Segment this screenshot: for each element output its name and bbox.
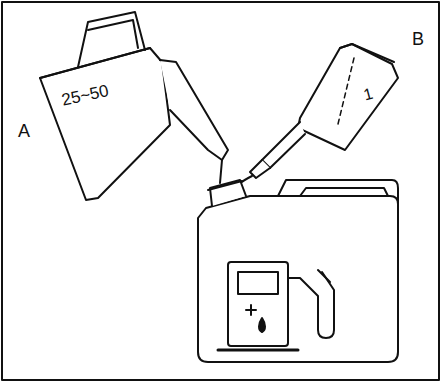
frame <box>2 2 439 380</box>
measuring-can <box>40 12 228 200</box>
part-letter: B <box>412 30 424 48</box>
oil-bottle <box>234 44 398 192</box>
fuel-can <box>198 180 398 362</box>
fuel-pump-icon <box>218 262 334 350</box>
part-letter: A <box>18 122 30 140</box>
